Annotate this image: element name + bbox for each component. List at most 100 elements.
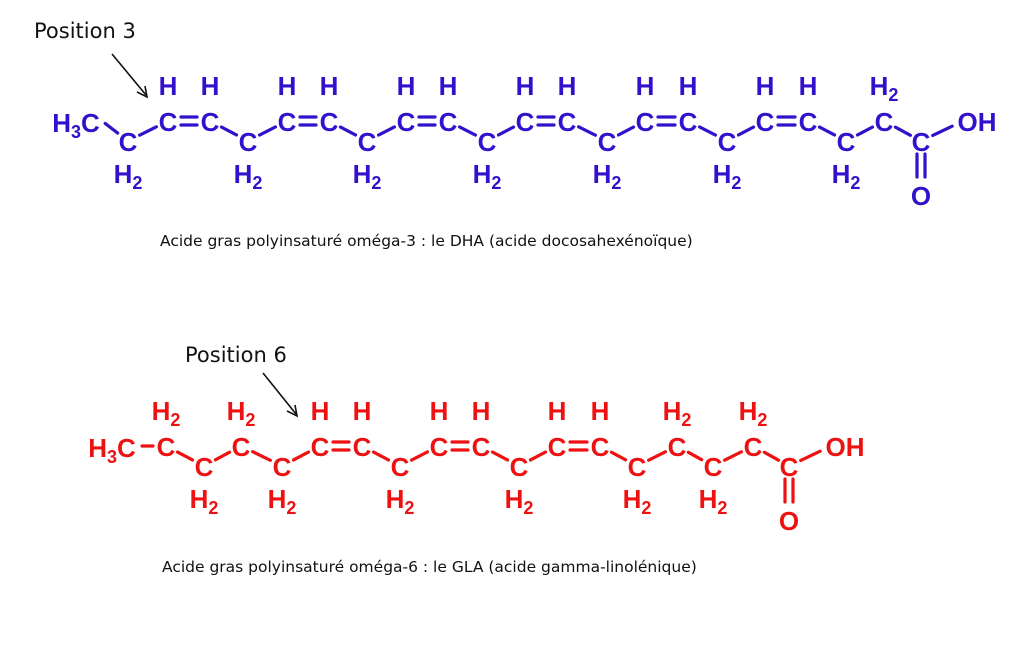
carbon-label: C [478,127,497,157]
single-bond [371,450,391,462]
h-label: H [591,396,610,426]
carbon-label: C [201,107,220,137]
carbon-label: C [558,107,577,137]
h2-label: H2 [505,484,534,518]
carboxyl-carbon-label: C [780,452,799,482]
carbon-label: C [837,127,856,157]
single-bond [213,450,232,462]
h2-label: H2 [623,484,652,518]
single-bond [496,125,516,137]
h-label: H [472,396,491,426]
single-bond [723,450,743,462]
single-bond [376,125,397,137]
single-bond [409,450,430,462]
carbon-label: C [510,452,529,482]
single-bond [219,125,239,137]
carbon-label: C [320,107,339,137]
single-bond [799,449,822,463]
single-bond [138,125,158,137]
h2-label: H2 [152,396,181,430]
h-label: H [558,71,577,101]
carbon-label: C [358,127,377,157]
gla-caption: Acide gras polyinsaturé oméga-6 : le GLA… [162,558,697,576]
h2-label: H2 [353,159,382,193]
single-bond [291,450,311,462]
carbon-label: C [756,107,775,137]
callout-position-3: Position 3 [34,19,136,43]
carbon-label: C [548,432,567,462]
h-label: H [353,396,372,426]
carbon-label: C [516,107,535,137]
methyl-terminal-label: H3C [52,108,100,142]
h-label: H [516,71,535,101]
carbon-label: C [598,127,617,157]
h2-label: H2 [234,159,263,193]
carbon-label: C [472,432,491,462]
carbon-label: C [273,452,292,482]
carbon-label: C [875,107,894,137]
carbon-label: C [311,432,330,462]
carbon-label: C [195,452,214,482]
h2-label: H2 [386,484,415,518]
h2-label: H2 [739,396,768,430]
single-bond [457,125,478,137]
h2-label: H2 [473,159,502,193]
callout-arrowhead-3 [136,85,149,99]
single-bond [893,125,913,137]
dha-structure: H3CCH2CHCHCH2CHCHCH2CHCHCH2CHCHCH2CHCHCH… [52,71,996,211]
dha-caption: Acide gras polyinsaturé oméga-3 : le DHA… [160,232,693,250]
h-label: H [278,71,297,101]
callout-arrowhead-6 [286,404,299,418]
carbon-label: C [391,452,410,482]
carbon-label: C [119,127,138,157]
carbon-label: C [718,127,737,157]
callout-arrow-3 [111,53,147,96]
carbon-label: C [799,107,818,137]
carbon-label: C [636,107,655,137]
callout-arrow-6 [262,372,297,415]
carbon-label: C [397,107,416,137]
single-bond [257,125,278,137]
single-bond [528,450,548,462]
single-bond [103,121,120,135]
single-bond [609,450,628,462]
carbon-label: C [679,107,698,137]
h-label: H [430,396,449,426]
h-label: H [201,71,220,101]
single-bond [736,125,756,137]
h2-label: H2 [699,484,728,518]
single-bond [817,125,837,137]
single-bond [931,124,954,138]
h2-label: H2 [870,71,899,105]
h-label: H [397,71,416,101]
single-bond [616,125,636,137]
carbon-label: C [157,432,176,462]
h2-label: H2 [190,484,219,518]
single-bond [175,450,195,462]
h-label: H [679,71,698,101]
carbon-label: C [353,432,372,462]
h-label: H [439,71,458,101]
carboxyl-carbon-label: C [912,127,931,157]
methyl-terminal-label: H3C [88,433,136,467]
hydroxyl-label: OH [958,107,997,137]
carbon-label: C [430,432,449,462]
single-bond [686,450,704,462]
h2-label: H2 [663,396,692,430]
h2-label: H2 [832,159,861,193]
carbon-label: C [704,452,723,482]
single-bond [338,125,358,137]
h2-label: H2 [713,159,742,193]
single-bond [577,125,597,137]
single-bond [490,450,510,462]
callout-position-6: Position 6 [185,343,287,367]
carbonyl-oxygen-label: O [779,506,799,536]
h-label: H [799,71,818,101]
carbonyl-oxygen-label: O [911,181,931,211]
h-label: H [311,396,330,426]
h-label: H [548,396,567,426]
h2-label: H2 [593,159,622,193]
carbon-label: C [439,107,458,137]
h2-label: H2 [268,484,297,518]
